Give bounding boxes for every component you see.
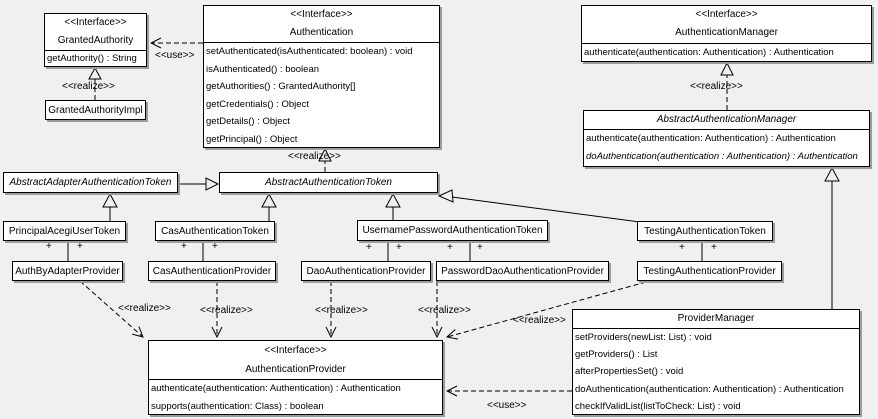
edge-realize-abstractauthenticationmanager[interactable]: [720, 61, 734, 110]
class-abstract-authentication-manager[interactable]: AbstractAuthenticationManager authentica…: [583, 110, 870, 167]
class-name: AuthByAdapterProvider: [15, 266, 120, 277]
class-provider-manager[interactable]: ProviderManager setProviders(newList: Li…: [572, 309, 860, 415]
class-name: AuthenticationProvider: [245, 364, 346, 375]
class-authentication[interactable]: <<Interface>> Authentication setAuthenti…: [203, 5, 440, 148]
multiplicity-label: +: [447, 242, 453, 253]
method: setAuthenticated(isAuthenticated: boolea…: [206, 46, 413, 57]
class-authentication-provider[interactable]: <<Interface>> AuthenticationProvider aut…: [148, 340, 443, 415]
edge-gen-principalacegiusertoken[interactable]: [102, 192, 118, 221]
multiplicity-label: +: [477, 242, 483, 253]
method: getAuthorities() : GrantedAuthority[]: [206, 81, 356, 92]
class-name: GrantedAuthority: [57, 35, 134, 46]
multiplicity-label: +: [46, 241, 52, 252]
method: getPrincipal() : Object: [206, 133, 298, 145]
realize-label: <<realize>>: [288, 151, 341, 162]
realize-label: <<realize>>: [118, 303, 171, 314]
method: getAuthority() : String: [47, 53, 137, 64]
class-testing-authentication-provider[interactable]: TestingAuthenticationProvider: [637, 261, 782, 281]
method: getDetails() : Object: [206, 116, 290, 127]
multiplicity-label: +: [679, 242, 685, 253]
class-password-dao-authentication-provider[interactable]: PasswordDaoAuthenticationProvider: [436, 261, 609, 281]
class-dao-authentication-provider[interactable]: DaoAuthenticationProvider: [301, 261, 431, 281]
class-name: ProviderManager: [677, 313, 755, 324]
stereotype: <<Interface>>: [64, 17, 127, 28]
method: isAuthenticated() : boolean: [206, 63, 320, 75]
class-abstract-authentication-token[interactable]: AbstractAuthenticationToken: [219, 172, 438, 193]
realize-label: <<realize>>: [513, 315, 566, 326]
class-name: PrincipalAcegiUserToken: [8, 226, 121, 237]
edge-gen-usernamepasswordtoken[interactable]: [385, 192, 401, 220]
class-name: AbstractAuthenticationManager: [656, 114, 797, 125]
class-name: AbstractAuthenticationToken: [265, 177, 392, 188]
class-name: CasAuthenticationProvider: [152, 266, 272, 277]
method: getCredentials() : Object: [206, 98, 309, 110]
method: afterPropertiesSet() : void: [575, 366, 684, 378]
multiplicity-label: +: [212, 241, 218, 252]
class-name: PasswordDaoAuthenticationProvider: [441, 266, 604, 277]
edge-realize-grantedauthorityimpl[interactable]: [88, 66, 102, 100]
method: supports(authentication: Class) : boolea…: [151, 400, 324, 412]
class-name: TestingAuthenticationToken: [644, 226, 766, 237]
method: getProviders() : List: [575, 349, 658, 361]
use-label: <<use>>: [155, 50, 195, 61]
edge-gen-casauthenticationtoken[interactable]: [261, 192, 277, 221]
realize-label: <<realize>>: [315, 305, 368, 316]
class-name: AuthenticationManager: [675, 27, 778, 38]
class-cas-authentication-token[interactable]: CasAuthenticationToken: [155, 221, 275, 241]
method: setProviders(newList: List) : void: [575, 332, 712, 343]
multiplicity-label: +: [77, 241, 83, 252]
class-name: GrantedAuthorityImpl: [48, 105, 143, 116]
method: doAuthentication(authentication : Authen…: [586, 151, 858, 162]
edge-realize-abstractauthenticationtoken[interactable]: [318, 147, 332, 172]
stereotype: <<Interface>>: [264, 345, 327, 356]
multiplicity-label: +: [366, 242, 372, 253]
class-name: TestingAuthenticationProvider: [643, 266, 776, 277]
stereotype: <<Interface>>: [695, 9, 758, 20]
class-name: AbstractAdapterAuthenticationToken: [9, 177, 172, 188]
method: authenticate(authentication: Authenticat…: [584, 47, 834, 58]
realize-label: <<realize>>: [418, 305, 471, 316]
method: authenticate(authentication: Authenticat…: [586, 133, 836, 144]
class-abstract-adapter-authentication-token[interactable]: AbstractAdapterAuthenticationToken: [3, 172, 178, 193]
class-name: CasAuthenticationToken: [161, 226, 269, 237]
class-name: DaoAuthenticationProvider: [306, 266, 426, 277]
class-name: Authentication: [289, 27, 354, 38]
class-username-password-authentication-token[interactable]: UsernamePasswordAuthenticationToken: [357, 220, 548, 241]
class-authentication-manager[interactable]: <<Interface>> AuthenticationManager auth…: [581, 5, 872, 62]
class-cas-authentication-provider[interactable]: CasAuthenticationProvider: [148, 261, 276, 281]
class-granted-authority-impl[interactable]: GrantedAuthorityImpl: [45, 100, 146, 120]
use-label: <<use>>: [487, 400, 527, 411]
realize-label: <<realize>>: [690, 81, 743, 92]
edge-realize-testingauthenticationprovider[interactable]: [447, 281, 647, 337]
realize-label: <<realize>>: [200, 305, 253, 316]
edge-gen-providermanager[interactable]: [824, 166, 840, 309]
class-principal-acegi-user-token[interactable]: PrincipalAcegiUserToken: [3, 221, 126, 241]
class-granted-authority[interactable]: <<Interface>> GrantedAuthority getAuthor…: [44, 13, 147, 67]
edge-realize-authbyadapterprovider[interactable]: [79, 280, 143, 337]
edge-gen-abstractadapter[interactable]: [178, 177, 220, 191]
realize-label: <<realize>>: [62, 81, 115, 92]
class-auth-by-adapter-provider[interactable]: AuthByAdapterProvider: [12, 261, 123, 281]
method: checkIfValidList(listToCheck: List) : vo…: [575, 400, 741, 412]
multiplicity-label: +: [711, 242, 717, 253]
multiplicity-label: +: [396, 242, 402, 253]
edge-gen-testingauthenticationtoken[interactable]: [437, 189, 641, 223]
multiplicity-label: +: [181, 241, 187, 252]
class-name: UsernamePasswordAuthenticationToken: [362, 225, 543, 236]
method: authenticate(authentication: Authenticat…: [151, 383, 401, 394]
method: doAuthentication(authentication: Authent…: [575, 383, 844, 395]
class-testing-authentication-token[interactable]: TestingAuthenticationToken: [637, 221, 773, 241]
stereotype: <<Interface>>: [290, 9, 353, 20]
